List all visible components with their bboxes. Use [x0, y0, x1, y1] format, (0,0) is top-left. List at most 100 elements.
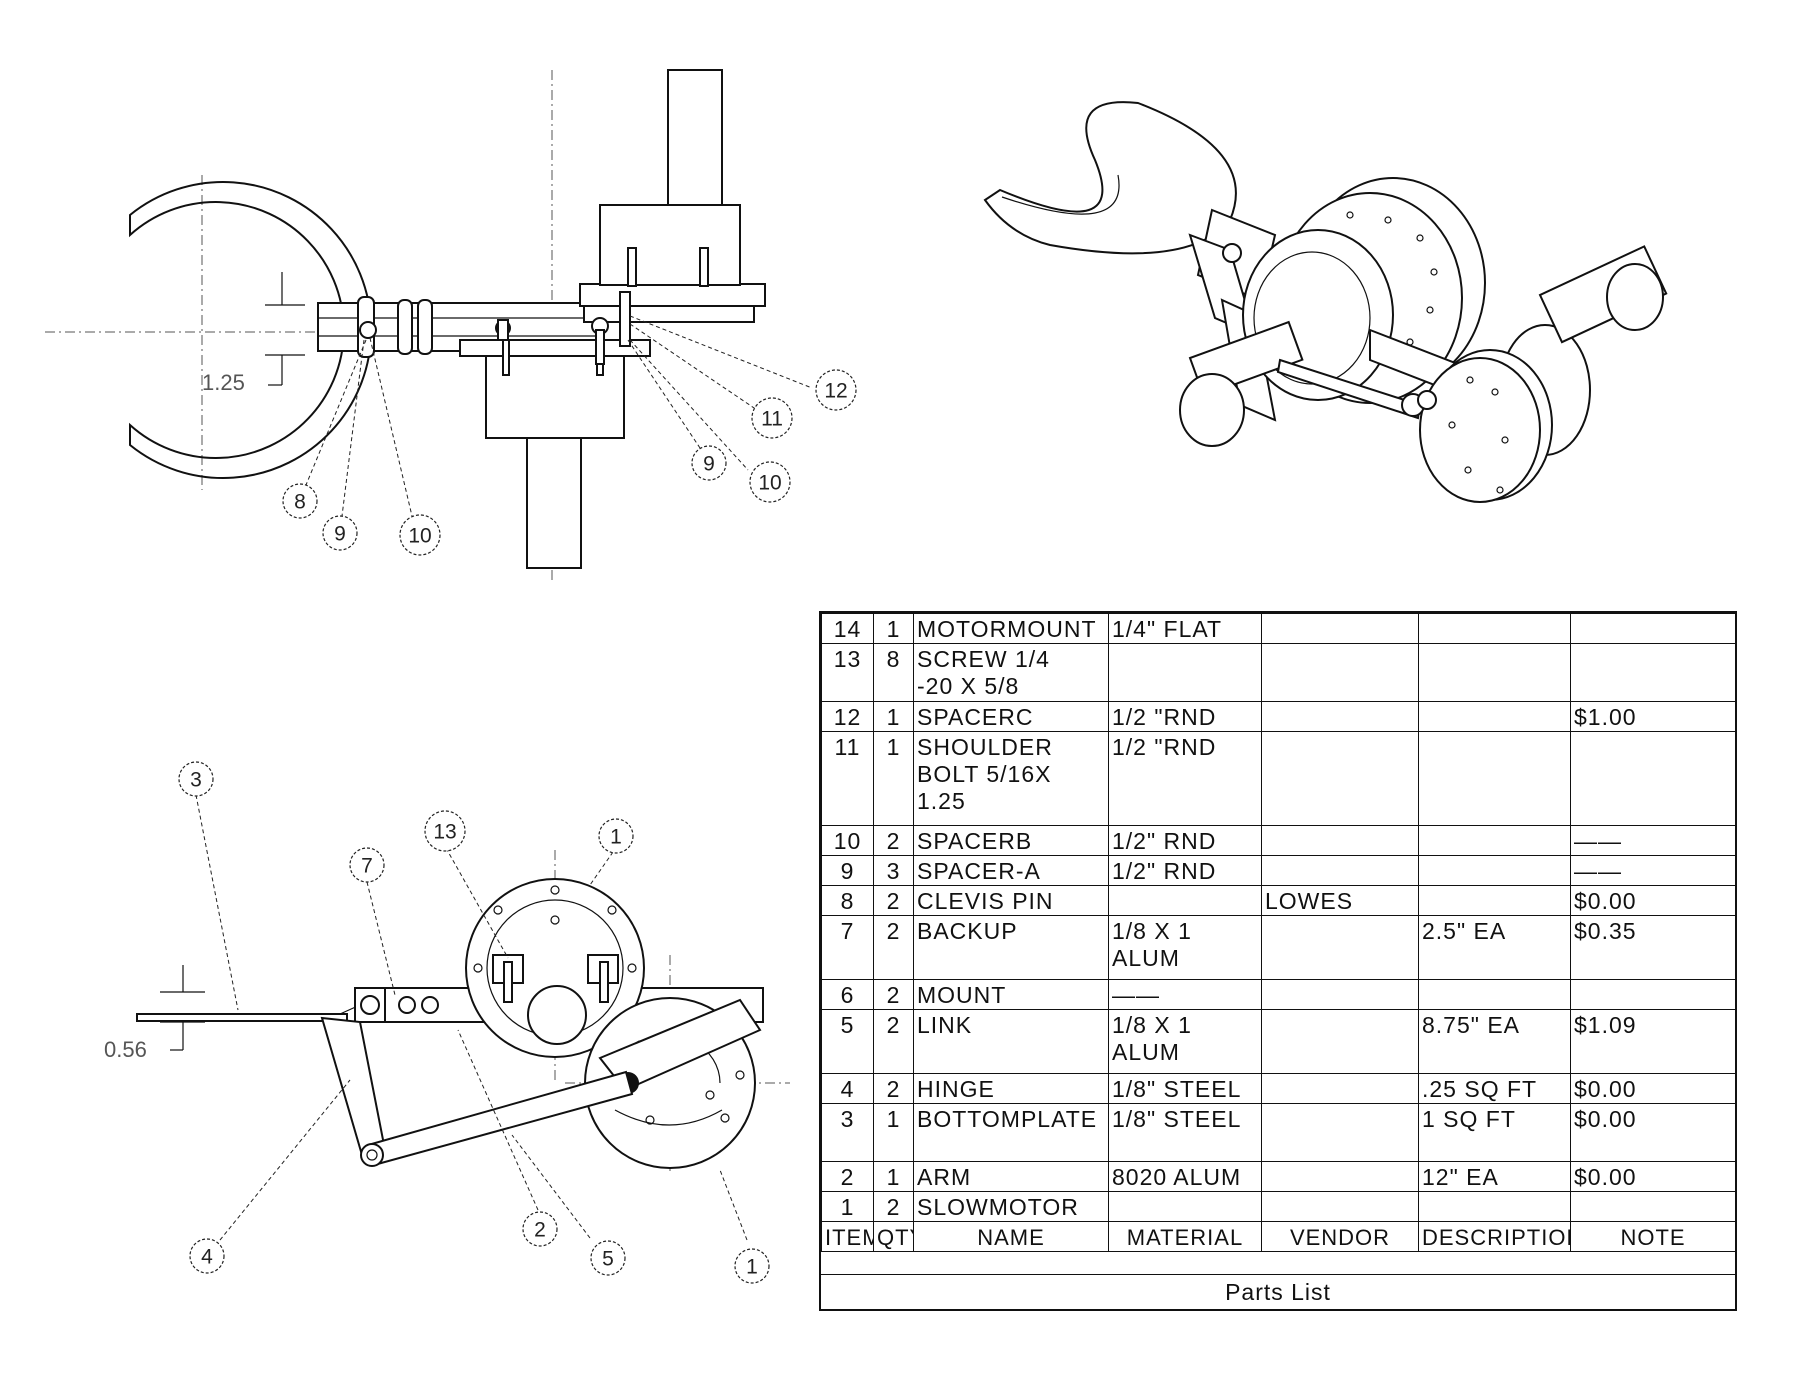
parts-cell-description [1418, 885, 1571, 916]
parts-cell-note: $0.00 [1570, 1103, 1736, 1162]
callout-10: 10 [749, 461, 791, 503]
parts-cell-vendor [1261, 731, 1419, 826]
svg-text:7: 7 [361, 855, 373, 878]
parts-cell-item: 6 [821, 979, 874, 1010]
callout-10: 10 [399, 514, 441, 556]
parts-cell-vendor [1261, 1191, 1419, 1222]
parts-cell-item: 12 [821, 701, 874, 732]
parts-cell-vendor: LOWES [1261, 885, 1419, 916]
parts-cell-material: 1/2" RND [1108, 825, 1262, 856]
callout-2: 2 [522, 1211, 558, 1247]
parts-cell-material: 1/2 "RND [1108, 701, 1262, 732]
callout-1: 1 [598, 818, 634, 854]
parts-cell-note: —— [1570, 855, 1736, 886]
parts-cell-description: 8.75" EA [1418, 1009, 1571, 1074]
parts-cell-description [1418, 613, 1571, 644]
svg-text:12: 12 [824, 380, 847, 403]
callout-bubbles: 8 9 10 9 10 11 12 3 7 13 1 4 2 5 1 [178, 369, 857, 1284]
parts-cell-description: 12" EA [1418, 1161, 1571, 1192]
dim-0-56: 0.56 [104, 1037, 147, 1062]
parts-cell-material [1108, 885, 1262, 916]
svg-text:9: 9 [703, 453, 715, 476]
parts-cell-name: SLOWMOTOR [913, 1191, 1109, 1222]
parts-cell-note: $0.00 [1570, 1161, 1736, 1192]
parts-cell-qty: 8 [873, 643, 914, 702]
parts-header-material: MATERIAL [1108, 1221, 1262, 1252]
callout-4: 4 [189, 1238, 225, 1274]
svg-text:10: 10 [758, 472, 781, 495]
parts-cell-description [1418, 855, 1571, 886]
parts-cell-material: —— [1108, 979, 1262, 1010]
parts-cell-material: 1/4" FLAT [1108, 613, 1262, 644]
parts-header-item: ITEM [821, 1221, 874, 1252]
parts-cell-qty: 1 [873, 731, 914, 826]
callout-5: 5 [590, 1240, 626, 1276]
bottom-plate [136, 1013, 348, 1022]
parts-cell-qty: 2 [873, 1073, 914, 1104]
parts-header-vendor: VENDOR [1261, 1221, 1419, 1252]
parts-cell-material [1108, 643, 1262, 702]
parts-header-row: ITEMQTYNAMEMATERIALVENDORDESCRIPTIONNOTE [821, 1221, 1736, 1252]
parts-cell-vendor [1261, 1161, 1419, 1192]
svg-text:9: 9 [334, 523, 346, 546]
parts-cell-vendor [1261, 1073, 1419, 1104]
parts-cell-note [1570, 1191, 1736, 1222]
clevis-pins [357, 296, 511, 358]
parts-cell-qty: 2 [873, 1009, 914, 1074]
callout-9: 9 [322, 515, 358, 551]
parts-cell-material: 1/8" STEEL [1108, 1103, 1262, 1162]
parts-cell-qty: 2 [873, 825, 914, 856]
parts-cell-name: LINK [913, 1009, 1109, 1074]
parts-cell-item: 11 [821, 731, 874, 826]
parts-cell-qty: 2 [873, 1191, 914, 1222]
parts-cell-material: 1/2 "RND [1108, 731, 1262, 826]
parts-cell-description: 1 SQ FT [1418, 1103, 1571, 1162]
parts-cell-item: 2 [821, 1161, 874, 1192]
parts-cell-note [1570, 731, 1736, 826]
svg-text:3: 3 [190, 769, 202, 792]
parts-cell-name: HINGE [913, 1073, 1109, 1104]
svg-text:4: 4 [201, 1246, 213, 1269]
callout-7: 7 [349, 847, 385, 883]
callout-9: 9 [691, 445, 727, 481]
parts-cell-name: MOTORMOUNT [913, 613, 1109, 644]
parts-cell-description [1418, 825, 1571, 856]
parts-cell-item: 9 [821, 855, 874, 886]
parts-cell-name: BACKUP [913, 915, 1109, 980]
parts-header-qty: QTY [873, 1221, 914, 1252]
parts-cell-description [1418, 643, 1571, 702]
svg-text:13: 13 [433, 821, 456, 844]
parts-cell-name: ARM [913, 1161, 1109, 1192]
callout-12: 12 [815, 369, 857, 411]
parts-cell-name: MOUNT [913, 979, 1109, 1010]
parts-cell-name: CLEVIS PIN [913, 885, 1109, 916]
parts-cell-vendor [1261, 613, 1419, 644]
top-view: 1.25 [45, 69, 813, 580]
dim-1-25: 1.25 [202, 370, 245, 395]
parts-cell-name: SPACERC [913, 701, 1109, 732]
callout-11: 11 [751, 397, 793, 439]
parts-cell-material: 8020 ALUM [1108, 1161, 1262, 1192]
parts-header-description: DESCRIPTION [1418, 1221, 1571, 1252]
hinge [320, 1016, 387, 1157]
callout-1: 1 [734, 1248, 770, 1284]
parts-cell-name: SHOULDER BOLT 5/16X 1.25 [913, 731, 1109, 826]
parts-cell-material: 1/8 X 1 ALUM [1108, 1009, 1262, 1074]
svg-text:1: 1 [746, 1256, 758, 1279]
parts-cell-item: 1 [821, 1191, 874, 1222]
motor-plate [579, 283, 766, 307]
parts-cell-note [1570, 613, 1736, 644]
parts-cell-qty: 1 [873, 613, 914, 644]
parts-cell-vendor [1261, 825, 1419, 856]
